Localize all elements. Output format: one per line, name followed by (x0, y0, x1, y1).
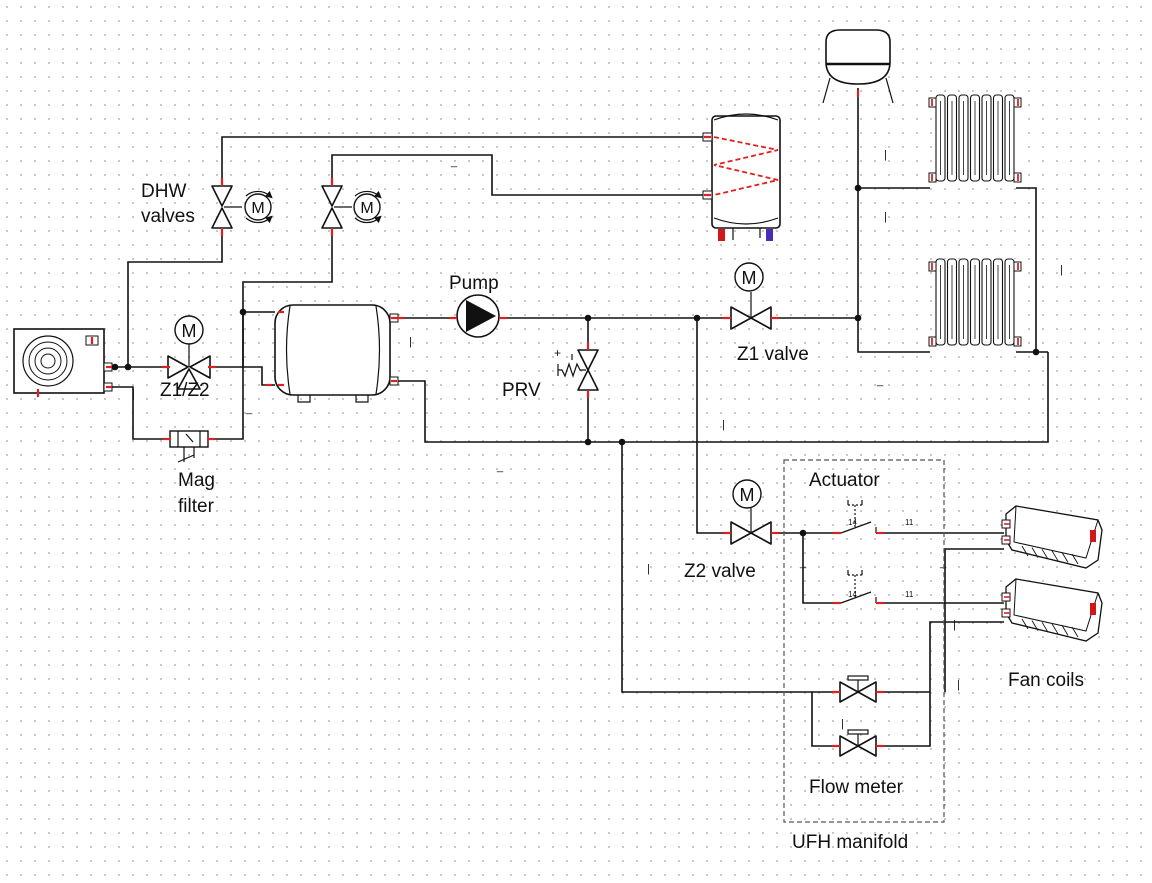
expansion-vessel[interactable] (822, 29, 894, 104)
motor-icon: M (732, 479, 762, 509)
heat-pump-unit[interactable] (13, 328, 113, 397)
flow-meter-label: Flow meter (809, 777, 904, 798)
svg-text:_: _ (799, 557, 807, 569)
svg-text:|: | (953, 619, 956, 631)
svg-text:M: M (251, 200, 264, 217)
actuator-contact-upper[interactable]: 14 11 (833, 500, 914, 535)
mag-filter-label-line1: Mag (178, 470, 215, 491)
svg-text:|: | (409, 336, 412, 348)
motor-icon: M (174, 315, 204, 345)
svg-text:M: M (182, 321, 197, 341)
radiator-upper[interactable] (928, 94, 1022, 183)
svg-text:_: _ (450, 156, 458, 168)
z1z2-diverter-valve[interactable]: M (162, 315, 216, 390)
svg-text:+: + (554, 346, 561, 360)
circulation-pump[interactable] (449, 294, 507, 338)
svg-text:|: | (957, 679, 960, 691)
flow-meter-valve-upper[interactable] (832, 675, 884, 703)
svg-text:|: | (722, 419, 725, 431)
svg-text:M: M (740, 485, 755, 505)
svg-text:_: _ (876, 375, 884, 387)
svg-text:_: _ (939, 557, 947, 569)
z1z2-label: Z1/Z2 (160, 380, 210, 401)
z1-zone-valve[interactable]: M (723, 262, 779, 330)
mag-filter[interactable] (163, 430, 215, 463)
radiator-lower[interactable] (928, 258, 1022, 347)
z1-valve-label: Z1 valve (737, 344, 809, 365)
svg-text:11: 11 (905, 518, 914, 527)
svg-text:|: | (132, 388, 135, 400)
ufh-manifold-enclosure (783, 459, 945, 823)
svg-text:_: _ (245, 403, 253, 415)
svg-text:14: 14 (848, 590, 857, 599)
motor-icon: M (353, 190, 382, 224)
svg-text:_: _ (496, 461, 504, 473)
svg-text:|: | (1060, 264, 1063, 276)
svg-text:M: M (742, 268, 757, 288)
svg-text:|: | (884, 149, 887, 161)
motor-icon: M (244, 190, 273, 224)
junction-nodes (111, 184, 1040, 537)
z2-valve-label: Z2 valve (684, 561, 756, 582)
fan-coils-label: Fan coils (1008, 670, 1084, 691)
flow-meter-valve-lower[interactable] (832, 729, 884, 757)
pressure-relief-valve[interactable]: + (554, 342, 599, 398)
dhw-valves-label-line1: DHW (141, 181, 186, 202)
svg-text:|: | (884, 211, 887, 223)
labels: DHW valves Pump Z1/Z2 Mag filter PRV Z1 … (141, 181, 1084, 853)
svg-text:|: | (647, 563, 650, 575)
dhw-valves-label-line2: valves (141, 206, 195, 227)
dhw-cylinder[interactable] (702, 113, 781, 241)
pipework (104, 88, 1049, 747)
svg-text:14: 14 (848, 518, 857, 527)
fan-coil-upper[interactable] (1001, 505, 1103, 569)
svg-text:M: M (360, 200, 373, 217)
motor-icon: M (734, 262, 764, 292)
wire-markers: _|| ||_ |_| |_| __| || (132, 149, 1063, 730)
pump-label: Pump (449, 273, 499, 294)
dhw-valve-1[interactable]: M (211, 178, 273, 236)
actuator-contact-lower[interactable]: 14 11 (833, 570, 914, 605)
prv-label: PRV (502, 380, 541, 401)
z2-zone-valve[interactable]: M (723, 479, 779, 545)
ufh-manifold-label: UFH manifold (792, 832, 908, 853)
port-markers (266, 316, 404, 387)
actuator-label: Actuator (809, 470, 880, 491)
svg-text:|: | (841, 718, 844, 730)
dhw-valve-2[interactable]: M (321, 178, 382, 236)
buffer-tank[interactable] (274, 304, 399, 403)
mag-filter-label-line2: filter (178, 496, 215, 517)
fan-coil-lower[interactable] (1001, 578, 1103, 642)
svg-text:11: 11 (905, 590, 914, 599)
